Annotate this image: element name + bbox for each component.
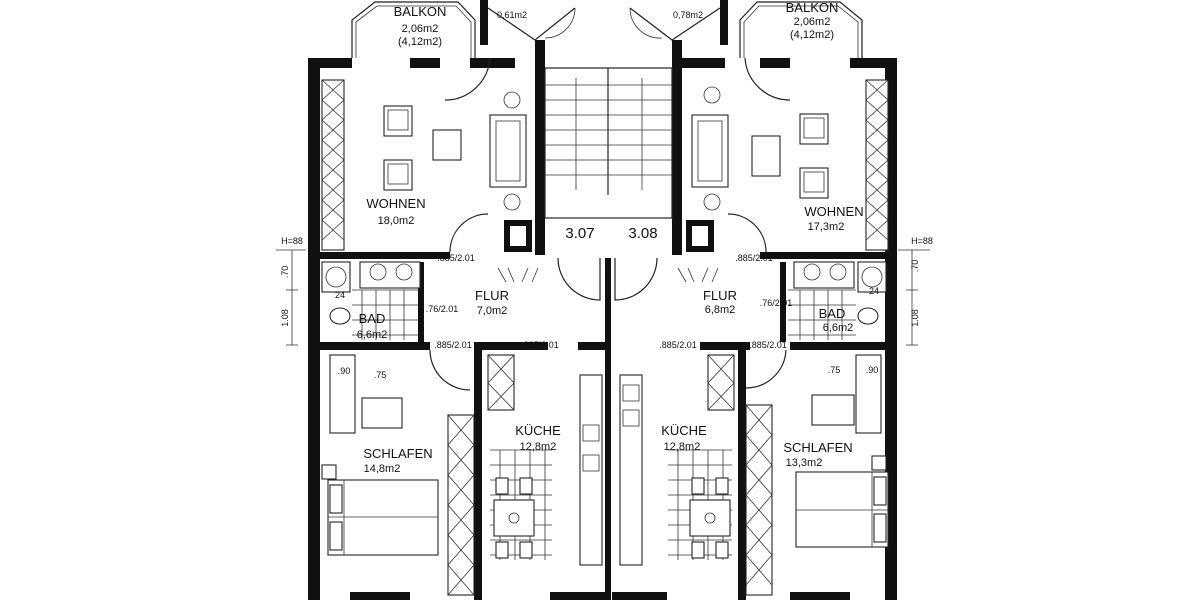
room-area: 14,8m2: [364, 463, 401, 475]
bathroom-right: 24 BAD 6,6m2 .76/2.01: [760, 261, 887, 340]
room-area: 6,8m2: [705, 304, 736, 316]
room-area: 6,6m2: [823, 322, 854, 334]
window-dim-upper: .70: [280, 266, 290, 279]
dimension-right: H=88 .70 1.08: [898, 236, 933, 346]
room-area: 6,6m2: [357, 329, 388, 341]
parapet-height: H=88: [911, 236, 933, 246]
living-room-right: WOHNEN 17,3m2: [691, 57, 889, 253]
window-dim-lower: 1.08: [280, 309, 290, 327]
room-area: 18,0m2: [378, 215, 415, 227]
balcony-area-double: (4,12m2): [790, 29, 834, 41]
room-area: 7,0m2: [477, 305, 508, 317]
room-name: SCHLAFEN: [363, 446, 432, 461]
balcony-area: 2,06m2: [402, 23, 439, 35]
room-area: 13,3m2: [786, 457, 823, 469]
balcony-right: BALKON 2,06m2 (4,12m2): [739, 0, 863, 58]
kitchen-left: KÜCHE 12,8m2: [487, 354, 603, 566]
room-name: SCHLAFEN: [783, 440, 852, 455]
room-name: KÜCHE: [661, 423, 707, 438]
tub-width: .90: [338, 366, 351, 376]
window-dim-upper: .70: [910, 260, 920, 273]
window-dim-lower: 1.08: [910, 309, 920, 327]
dimension-left: H=88 .70 1.08: [276, 236, 306, 346]
room-area: 12,8m2: [664, 441, 701, 453]
wc-label: 24: [335, 290, 345, 300]
room-name: BAD: [819, 306, 846, 321]
room-area: 17,3m2: [808, 221, 845, 233]
storage-area: 0,78m2: [673, 10, 703, 20]
living-room-left: WOHNEN 18,0m2: [321, 57, 527, 253]
door-size: .885/2.01: [659, 340, 697, 350]
hall-right: .885/2.01 FLUR 6,8m2 .885/2.01 .885/2.01: [659, 253, 787, 350]
storage-area: 0,61m2: [497, 10, 527, 20]
bathroom-left: 24 BAD 6,6m2 .76/2.01: [321, 261, 459, 341]
bedroom-left: .90 .75 SCHLAFEN 14,8m2: [321, 349, 475, 596]
room-name: BAD: [359, 311, 386, 326]
door-size: .885/2.01: [521, 340, 559, 350]
door-size: .885/2.01: [434, 340, 472, 350]
unit-number-left: 3.07: [565, 225, 594, 242]
room-name: FLUR: [475, 288, 509, 303]
door-size: .76/2.01: [760, 298, 793, 308]
hall-left: .885/2.01 FLUR 7,0m2 .885/2.01 .885/2.01: [434, 253, 559, 350]
room-name: FLUR: [703, 288, 737, 303]
parapet-height: H=88: [281, 236, 303, 246]
door-size: .885/2.01: [749, 340, 787, 350]
balcony-left: BALKON 2,06m2 (4,12m2): [351, 1, 476, 58]
balcony-area: 2,06m2: [794, 16, 831, 28]
tub-width: .90: [866, 365, 879, 375]
door-size: .885/2.01: [437, 253, 475, 263]
room-area: 12,8m2: [520, 441, 557, 453]
balcony-label: BALKON: [786, 0, 839, 15]
door-size: .76/2.01: [426, 304, 459, 314]
room-name: KÜCHE: [515, 423, 561, 438]
unit-number-right: 3.08: [628, 225, 657, 242]
door-size: .885/2.01: [735, 253, 773, 263]
room-name: WOHNEN: [366, 196, 425, 211]
balcony-area-double: (4,12m2): [398, 36, 442, 48]
kitchen-right: KÜCHE 12,8m2: [619, 354, 735, 566]
balcony-label: BALKON: [394, 4, 447, 19]
storage-left: 0,61m2: [487, 7, 576, 41]
tub-gap: .75: [828, 365, 841, 375]
bedroom-right: .90 .75 SCHLAFEN 13,3m2: [745, 349, 889, 596]
staircase: 3.07 3.08: [544, 67, 673, 301]
wc-label: 24: [869, 286, 879, 296]
storage-right: 0,78m2: [629, 7, 721, 41]
tub-gap: .75: [374, 370, 387, 380]
room-name: WOHNEN: [804, 204, 863, 219]
